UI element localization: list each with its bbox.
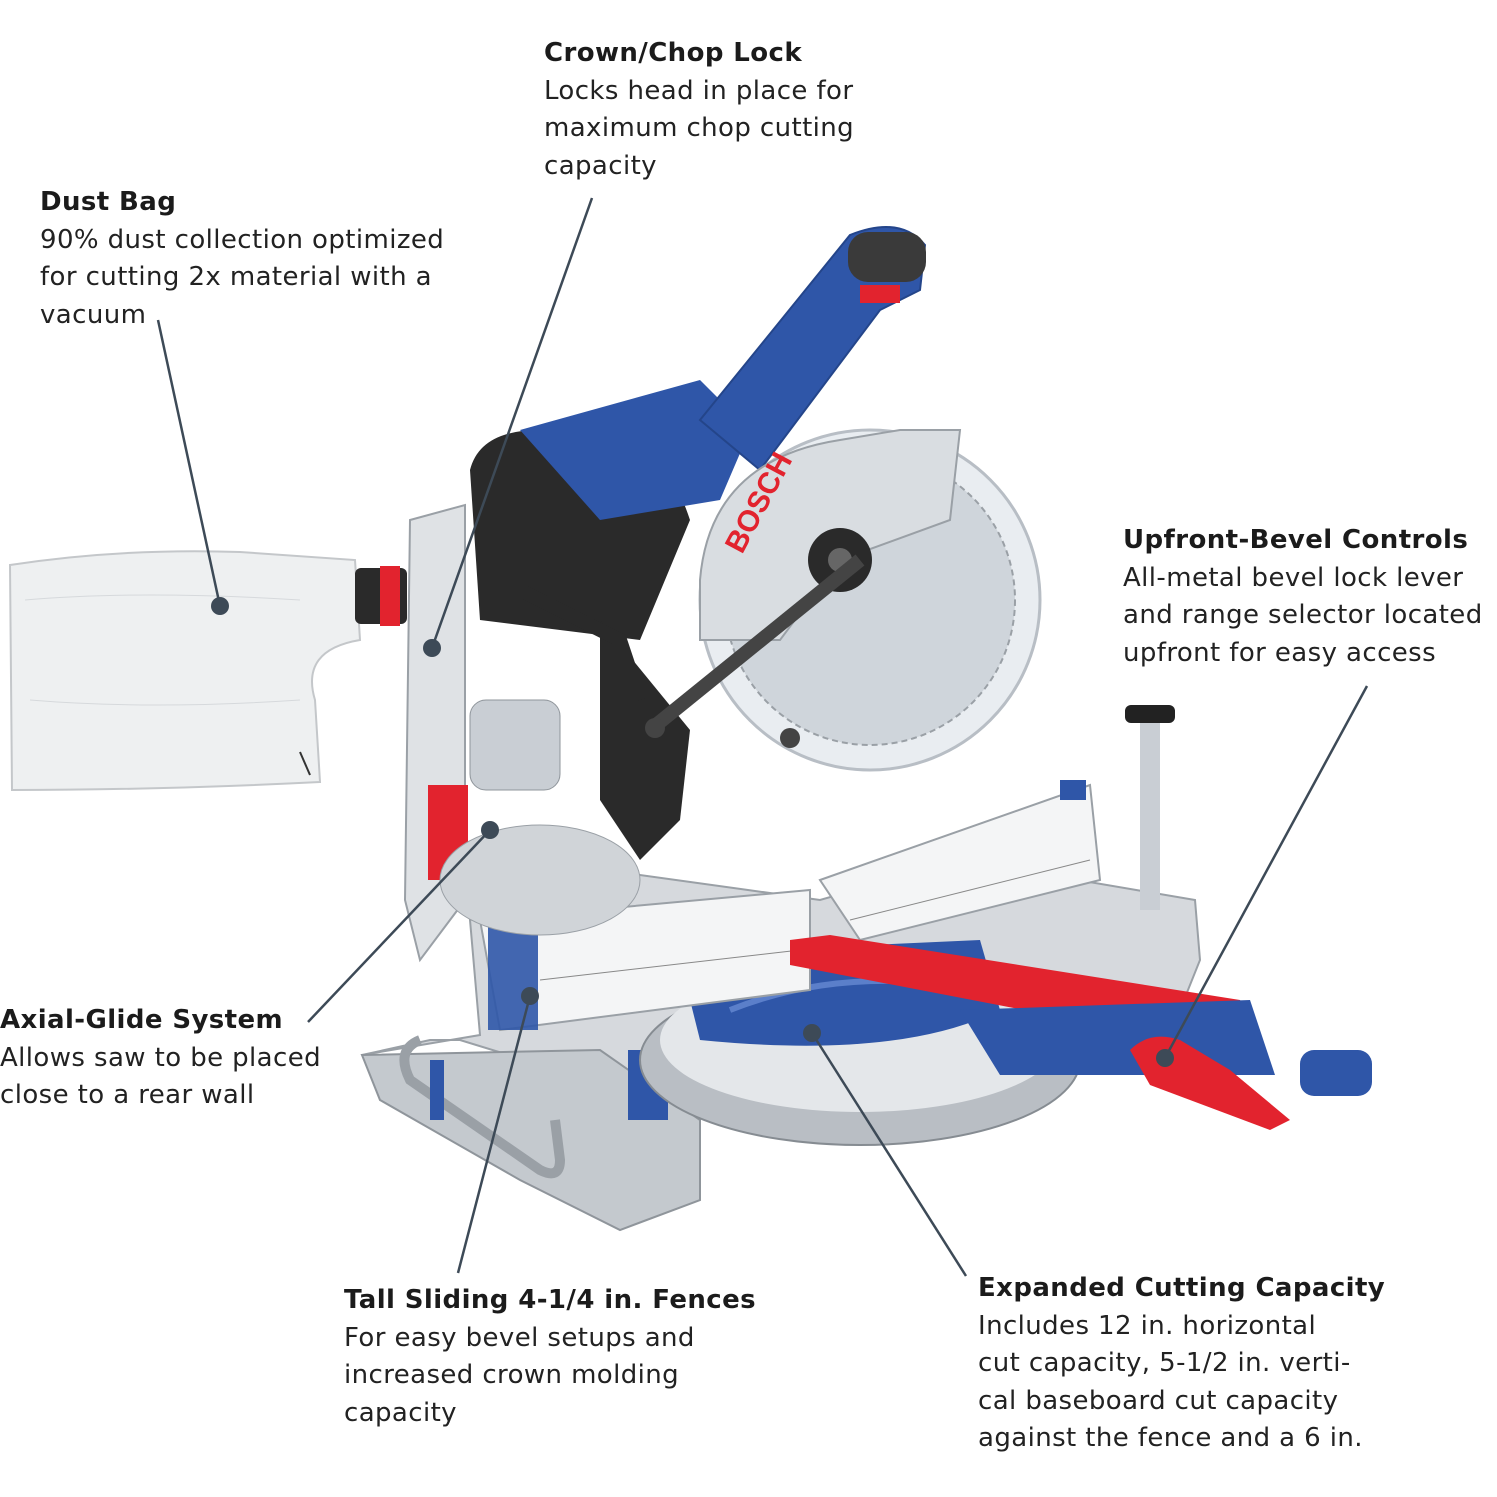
callout-description: Locks head in place for maximum chop cut… — [544, 75, 855, 181]
callout-axial-glide-system: Axial-Glide System Allows saw to be plac… — [0, 1002, 380, 1115]
callout-title: Dust Bag — [40, 187, 177, 217]
callout-upfront-bevel-controls: Upfront-Bevel Controls All-metal bevel l… — [1123, 522, 1495, 672]
saw-blade: BOSCH — [645, 428, 1042, 772]
leader-dust — [156, 319, 222, 607]
leader-expand — [810, 1032, 968, 1277]
callout-title: Axial-Glide System — [0, 1005, 284, 1035]
dot-bevel — [1156, 1049, 1174, 1067]
dot-axial — [481, 821, 499, 839]
callout-description: 90% dust collection optimized for cuttin… — [40, 224, 445, 330]
dot-dust — [211, 597, 229, 615]
dot-crown — [423, 639, 441, 657]
callout-expanded-cutting-capacity: Expanded Cutting Capacity Includes 12 in… — [978, 1270, 1448, 1458]
dot-expand — [803, 1024, 821, 1042]
callout-description: For easy bevel setups and increased crow… — [344, 1322, 695, 1428]
dust-bag — [8, 550, 407, 792]
leader-lines — [156, 197, 1369, 1277]
leader-axial — [307, 829, 491, 1023]
callout-title: Expanded Cutting Capacity — [978, 1273, 1386, 1303]
callout-title: Upfront-Bevel Controls — [1123, 525, 1469, 555]
callout-description: Allows saw to be placed close to a rear … — [0, 1042, 322, 1111]
bevel-arm — [790, 705, 1372, 1130]
leader-fence — [456, 995, 532, 1274]
saw-head — [470, 226, 927, 860]
callout-tall-sliding-fences: Tall Sliding 4-1/4 in. Fences For easy b… — [344, 1282, 764, 1432]
callout-title: Tall Sliding 4-1/4 in. Fences — [344, 1285, 756, 1315]
saw-column — [403, 503, 641, 963]
callout-crown-chop-lock: Crown/Chop Lock Locks head in place for … — [544, 35, 964, 185]
callout-dust-bag: Dust Bag 90% dust collection optimized f… — [40, 184, 510, 334]
dot-fence — [521, 987, 539, 1005]
right-fence — [818, 780, 1102, 942]
callout-description: Includes 12 in. horizontal cut capacity,… — [978, 1310, 1363, 1454]
callout-title: Crown/Chop Lock — [544, 38, 803, 68]
leader-crown — [430, 197, 594, 649]
leader-bevel — [1163, 685, 1369, 1059]
leader-dots — [211, 597, 1174, 1067]
callout-description: All-metal bevel lock lever and range sel… — [1123, 562, 1483, 668]
